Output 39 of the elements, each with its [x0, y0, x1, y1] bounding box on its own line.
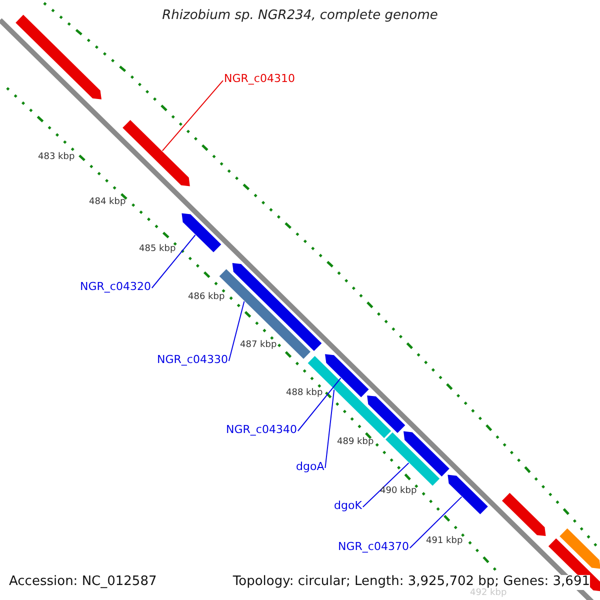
title: Rhizobium sp. NGR234, complete genome: [161, 9, 439, 24]
gene-label: NGR_c04330: [157, 354, 228, 367]
gene-feature: [448, 474, 488, 514]
leader-line: [297, 378, 342, 432]
gene-feature: [16, 14, 102, 100]
scale-label: 486 kbp: [188, 292, 225, 302]
scale-label: 483 kbp: [38, 152, 75, 162]
scale-label: 488 kbp: [286, 388, 323, 398]
gene-feature: [548, 538, 600, 592]
leader-line: [324, 389, 335, 468]
gene-feature: [404, 431, 450, 476]
gene-feature: [560, 528, 600, 569]
gene-label: NGR_c04340: [226, 424, 297, 437]
footer-text: Accession: NC_012587: [9, 575, 157, 590]
leader-line: [362, 462, 410, 508]
gene-feature: [502, 492, 546, 536]
leader-line: [151, 234, 196, 288]
gene-feature: [122, 120, 190, 186]
gene-feature: [232, 263, 322, 351]
gene-feature: [386, 432, 440, 486]
gene-label: NGR_c04310: [224, 73, 295, 86]
gene-label: NGR_c04370: [338, 541, 409, 554]
gene-feature: [367, 396, 406, 433]
scale-label: 491 kbp: [426, 536, 463, 546]
scale-label: 484 kbp: [89, 197, 126, 208]
scale-label: 485 kbp: [139, 244, 176, 254]
leader-line: [228, 300, 245, 362]
leader-line: [162, 80, 224, 152]
gene-label: dgoK: [334, 500, 362, 513]
gene-label: dgoA: [296, 461, 324, 474]
scale-label: 490 kbp: [380, 486, 417, 496]
gene-feature: [182, 213, 222, 252]
scale-label: 489 kbp: [337, 437, 374, 448]
gene-feature: [308, 356, 392, 438]
gene-feature: [325, 354, 369, 398]
leader-line: [409, 496, 462, 548]
gene-label: NGR_c04320: [80, 281, 151, 294]
footer-text: Topology: circular; Length: 3,925,702 bp; Genes: 3,691: [232, 575, 590, 590]
scale-label: 487 kbp: [240, 340, 277, 350]
